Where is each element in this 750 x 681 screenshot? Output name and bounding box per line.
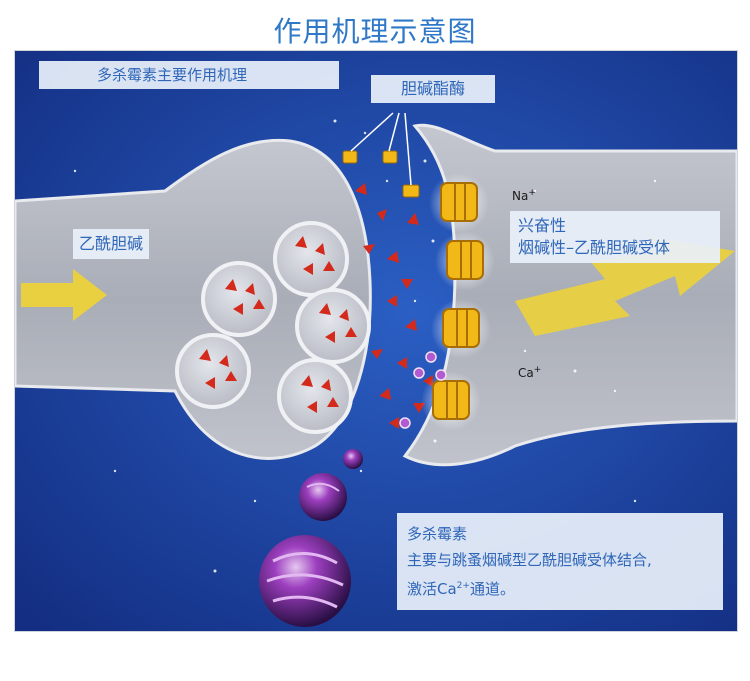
description-line2-end: 通道。 [469,580,515,598]
signal-arrow-left [21,269,107,321]
description-line1: 主要与跳蚤烟碱型乙酰胆碱受体结合, [407,551,652,569]
calcium-charge: 2+ [456,581,470,591]
sodium-ion-text: Na [512,189,529,203]
spinosad-small [399,351,447,429]
sodium-ion-charge: + [528,188,536,198]
spinosad-spheres [259,449,363,627]
description-line2: 激活Ca2+通道。 [407,573,713,602]
cholinesterase-molecules [342,112,420,198]
page-title: 作用机理示意图 [273,15,477,48]
description-line2-start: 激活Ca [407,580,457,598]
nicotinic-receptors [421,173,495,431]
receptor-label-line2: 烟碱性–乙酰胆碱受体 [518,238,671,257]
description-title: 多杀霉素 [407,525,468,543]
vesicles [175,221,371,434]
receptor-label-line1: 兴奋性 [518,216,567,235]
calcium-ion-text: Ca [518,366,534,380]
calcium-ion-label: Ca+ [518,365,541,380]
receptor-label: 兴奋性 烟碱性–乙酰胆碱受体 [510,211,720,263]
spinosad-description: 多杀霉素 主要与跳蚤烟碱型乙酰胆碱受体结合, 激活Ca2+通道。 [397,513,723,610]
calcium-ion-charge: + [533,365,542,375]
acetylcholine-label: 乙酰胆碱 [73,229,150,259]
diagram-frame: 多杀霉素主要作用机理 胆碱酯酶 乙酰胆碱 兴奋性 烟碱性–乙酰胆碱受体 Na+ … [14,50,738,632]
sparkles [73,119,657,573]
main-mechanism-label: 多杀霉素主要作用机理 [39,61,339,89]
released-acetylcholine [355,183,433,429]
synapse-illustration [15,51,737,631]
sodium-ion-label: Na+ [512,188,536,203]
cholinesterase-label: 胆碱酯酶 [371,75,495,103]
acetylcholine-molecules [199,236,357,413]
